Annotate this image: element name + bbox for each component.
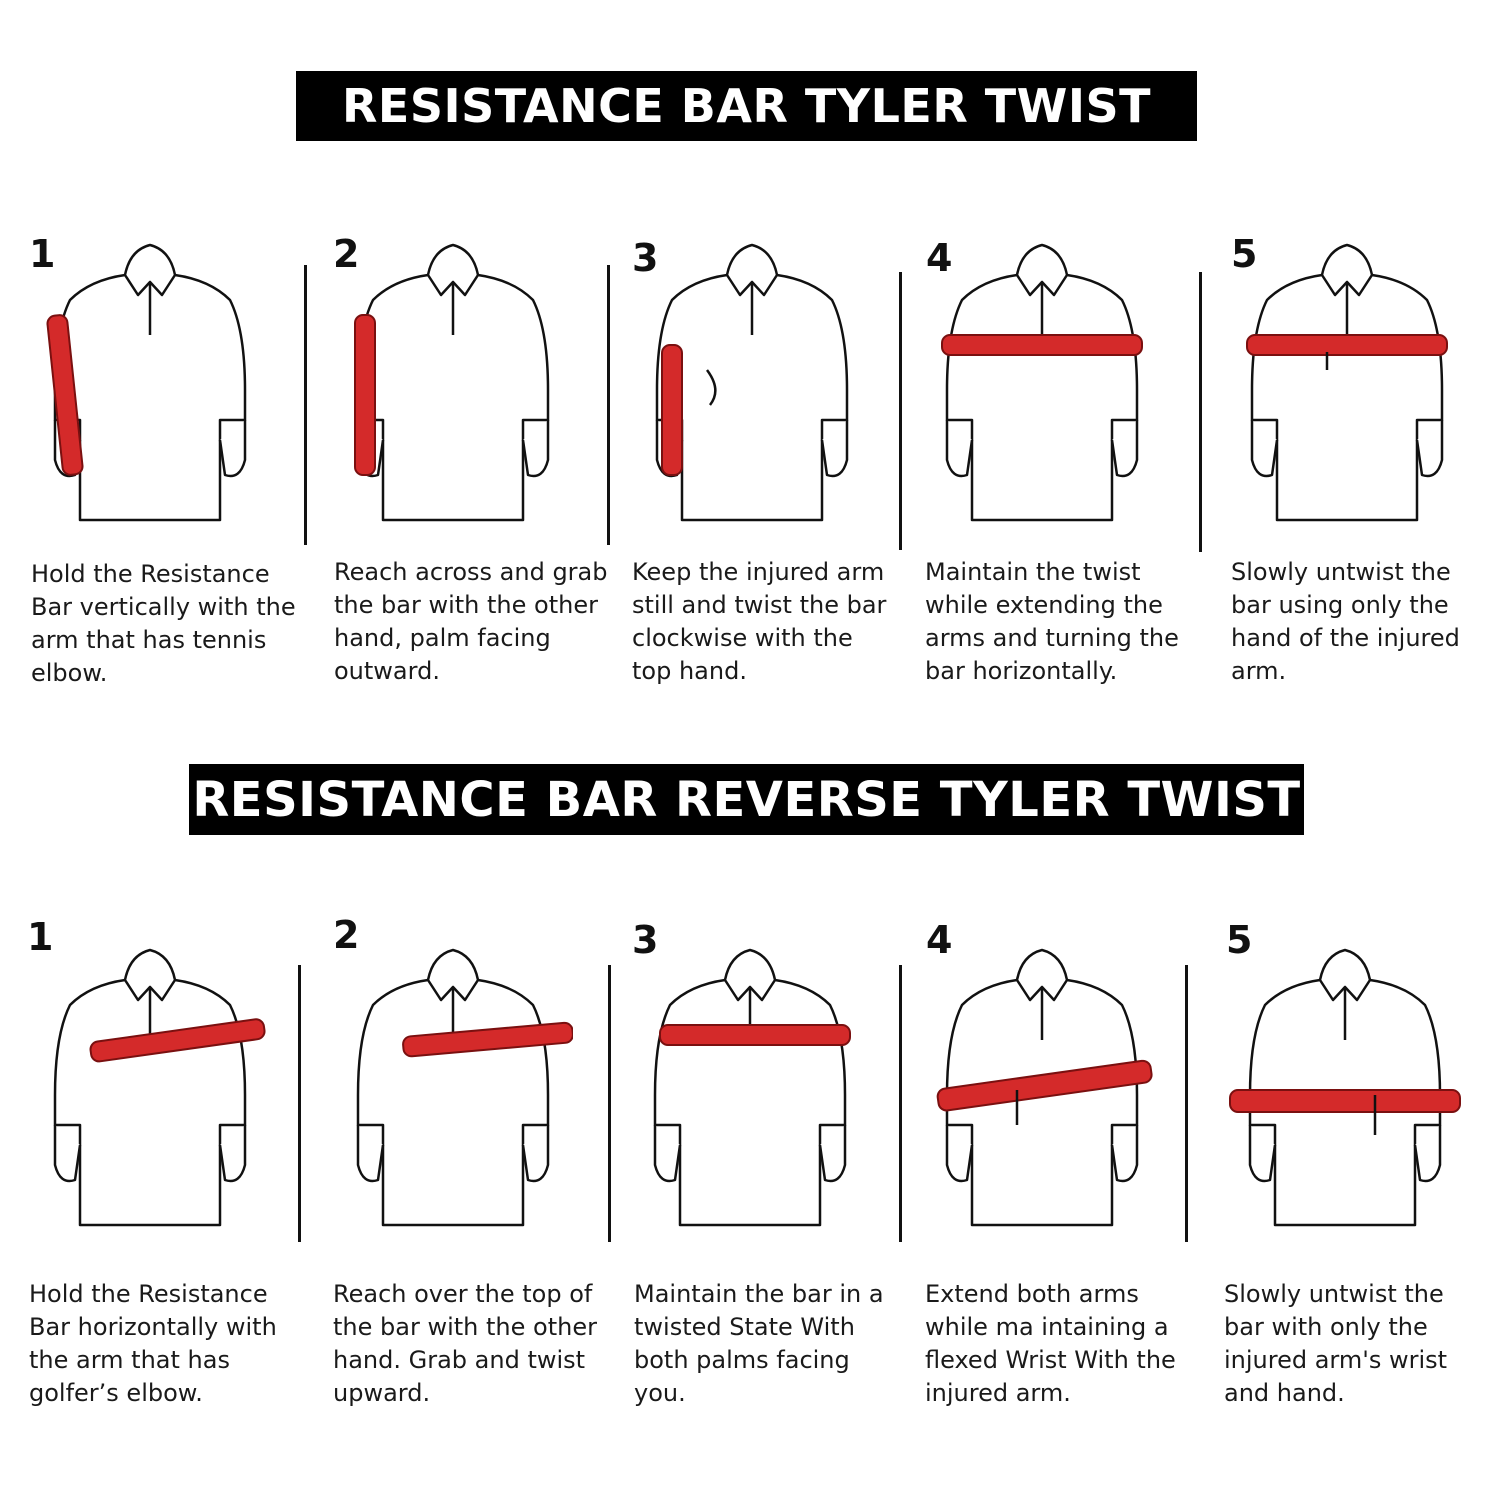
step-number: 5 xyxy=(1226,918,1253,962)
step-illustration xyxy=(936,945,1153,1245)
step-description: Slowly untwist the bar using only the ha… xyxy=(1231,558,1460,685)
step-description: Maintain the twist while extending the a… xyxy=(925,558,1179,685)
step-illustration xyxy=(354,240,573,540)
step-number: 1 xyxy=(29,232,56,276)
step-number: 4 xyxy=(926,918,953,962)
step-number: 5 xyxy=(1231,232,1258,276)
step-description: Hold the Resistance Bar vertically with … xyxy=(31,560,296,687)
step-description: Reach across and grab the bar with the o… xyxy=(334,558,608,685)
step-number: 2 xyxy=(333,913,360,957)
step-description: Slowly untwist the bar with only the inj… xyxy=(1224,1280,1448,1407)
divider xyxy=(607,265,610,545)
step-illustration xyxy=(632,240,872,540)
step-illustration xyxy=(630,945,851,1245)
step-number: 4 xyxy=(926,236,953,280)
divider xyxy=(1185,965,1188,1242)
step-number: 3 xyxy=(632,918,659,962)
step-number: 1 xyxy=(27,915,54,959)
step-description: Maintain the bar in a twisted State With… xyxy=(634,1280,884,1407)
section-title-reverse-tyler-twist: RESISTANCE BAR REVERSE TYLER TWIST xyxy=(189,764,1304,835)
step-description: Reach over the top of the bar with the o… xyxy=(333,1280,597,1407)
divider xyxy=(608,965,611,1242)
divider xyxy=(899,272,902,550)
step-description: Keep the injured arm still and twist the… xyxy=(632,558,887,685)
step-description: Extend both arms while ma intaining a fl… xyxy=(925,1280,1176,1407)
section-title-tyler-twist: RESISTANCE BAR TYLER TWIST xyxy=(296,71,1197,141)
rotate-arrow-icon xyxy=(705,369,717,406)
step-illustration xyxy=(1229,945,1461,1245)
step-illustration xyxy=(333,945,573,1245)
step-number: 2 xyxy=(333,232,360,276)
divider xyxy=(304,265,307,545)
step-illustration xyxy=(1246,240,1448,540)
divider xyxy=(298,965,301,1242)
step-description: Hold the Resistance Bar horizontally wit… xyxy=(29,1280,277,1407)
step-illustration xyxy=(30,945,266,1245)
divider xyxy=(899,965,902,1242)
step-number: 3 xyxy=(632,236,659,280)
step-illustration xyxy=(941,240,1143,540)
step-illustration xyxy=(46,240,270,540)
divider xyxy=(1199,272,1202,552)
